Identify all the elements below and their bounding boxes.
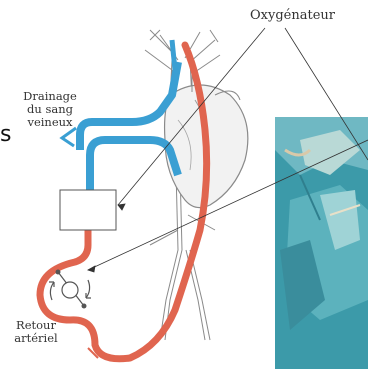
venous-drainage-label: Drainage du sang veineux (14, 90, 86, 129)
arterial-return-label: Retour artériel (8, 319, 64, 345)
oxygenator-label: Oxygénateur (250, 9, 335, 22)
venous-drainage-label-line3: veineux (14, 116, 86, 129)
arterial-return-label-line2: artériel (8, 332, 64, 345)
text-fragment: s (0, 128, 11, 141)
oxygenator-box (60, 190, 116, 230)
pump-icon (49, 270, 91, 309)
surgical-photo (275, 117, 368, 369)
